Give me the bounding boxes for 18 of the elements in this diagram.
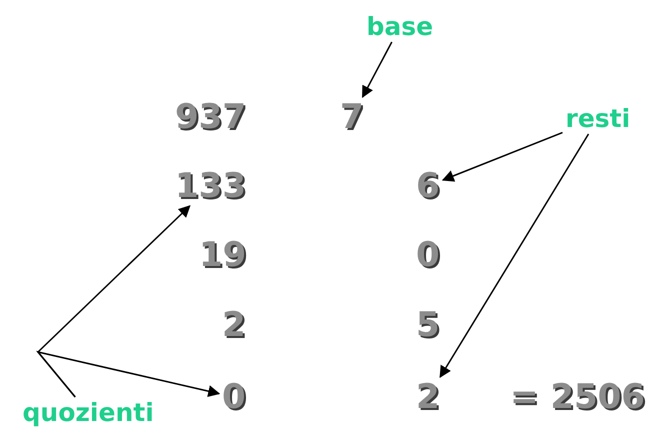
leader-arrow <box>442 132 563 182</box>
result-text: = 2506 <box>510 380 645 414</box>
callout-label: base <box>366 14 434 39</box>
leader-arrow <box>440 134 590 378</box>
remainder-digit: 2 <box>416 380 440 414</box>
leader-arrow <box>362 42 392 98</box>
quotient-number: 19 <box>199 238 246 272</box>
remainder-digit: 6 <box>416 169 440 203</box>
remainder-digit: 0 <box>416 238 440 272</box>
quotient-number: 133 <box>175 169 246 203</box>
callout-label: quozienti <box>22 400 154 425</box>
callout-label: resti <box>566 106 630 131</box>
quotient-number: 0 <box>222 380 246 414</box>
quotient-number: 937 <box>175 100 246 134</box>
base-number: 7 <box>340 100 364 134</box>
remainder-digit: 5 <box>416 308 440 342</box>
quotient-number: 2 <box>222 308 246 342</box>
leader-arrow <box>36 350 220 398</box>
